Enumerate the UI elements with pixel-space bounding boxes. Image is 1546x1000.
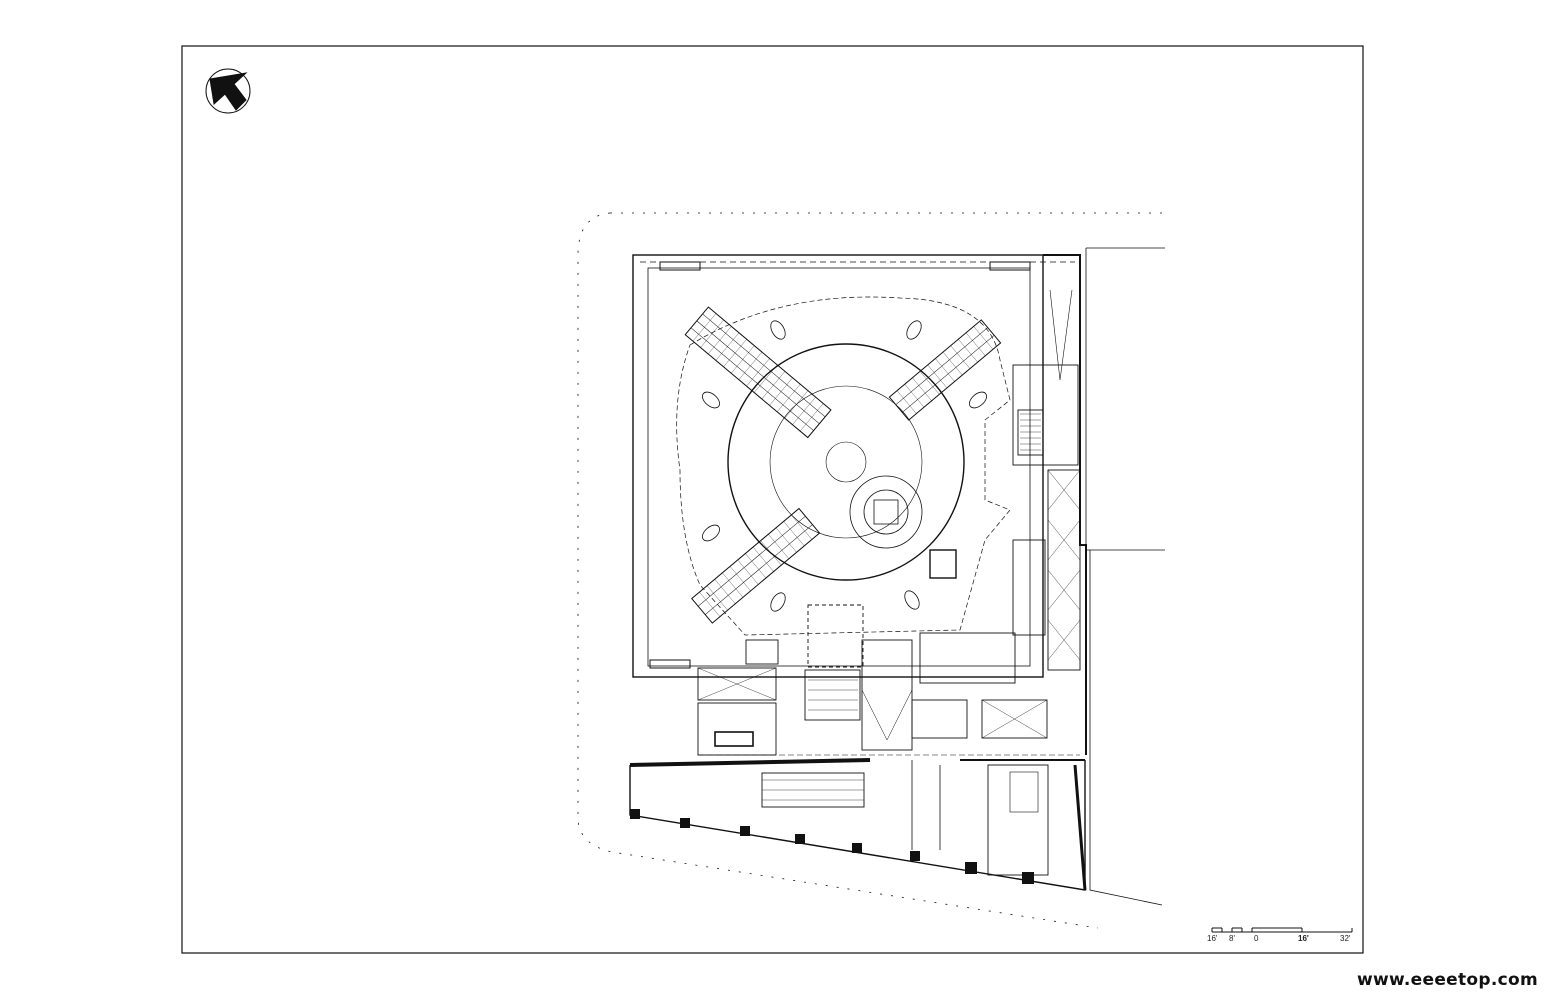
spiral-stair <box>849 475 923 549</box>
rotunda <box>727 343 965 581</box>
south-service-block <box>697 604 1080 756</box>
scale-label-32: 32' <box>1340 934 1351 943</box>
escalator-nw <box>684 306 832 439</box>
graphic-scale-bar <box>1211 927 1353 933</box>
escalator-ne <box>888 319 1002 421</box>
scale-label-0: 0 <box>1254 934 1259 943</box>
escalator-sw <box>691 507 821 624</box>
planters <box>702 320 987 612</box>
watermark-text: www.eeeetop.com <box>1356 970 1538 990</box>
main-hall-walls <box>632 254 1087 755</box>
adjacent-lot <box>1085 247 1165 906</box>
east-service-core <box>1012 289 1081 671</box>
lobby-kiosk <box>929 549 957 579</box>
site-boundary <box>577 212 1165 929</box>
north-arrow-icon <box>205 68 251 114</box>
scale-label-8: 8' <box>1229 934 1235 943</box>
wall-notches <box>649 261 1031 669</box>
south-wing <box>629 758 1087 891</box>
drawing-frame <box>181 45 1364 954</box>
scale-label-16-left: 16' <box>1207 934 1218 943</box>
scale-label-16-right: 16' <box>1298 934 1309 943</box>
structural-columns <box>630 809 1034 884</box>
canopy-outline <box>676 296 1011 636</box>
